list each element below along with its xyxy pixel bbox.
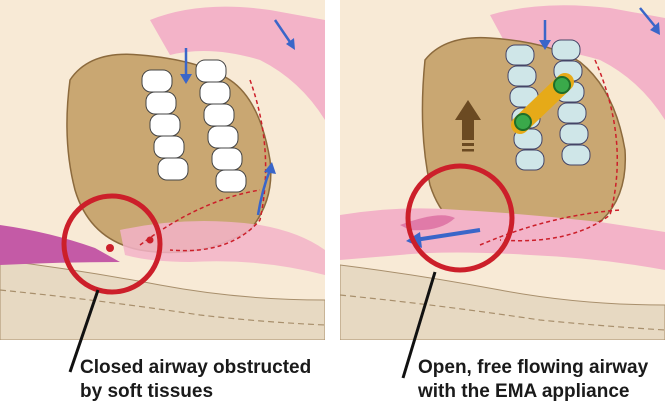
right-caption-line-1: Open, free flowing airway: [418, 356, 648, 380]
open-airway-illustration: [340, 0, 665, 340]
right-caption: Open, free flowing airway with the EMA a…: [418, 356, 648, 404]
closed-airway-illustration: [0, 0, 325, 340]
closed-airway-diagram: [0, 0, 325, 340]
right-caption-line-2: with the EMA appliance: [418, 380, 648, 404]
left-caption-line-2: by soft tissues: [80, 380, 311, 404]
left-caption: Closed airway obstructed by soft tissues: [80, 356, 311, 404]
left-caption-line-1: Closed airway obstructed: [80, 356, 311, 380]
open-airway-diagram: [340, 0, 665, 340]
